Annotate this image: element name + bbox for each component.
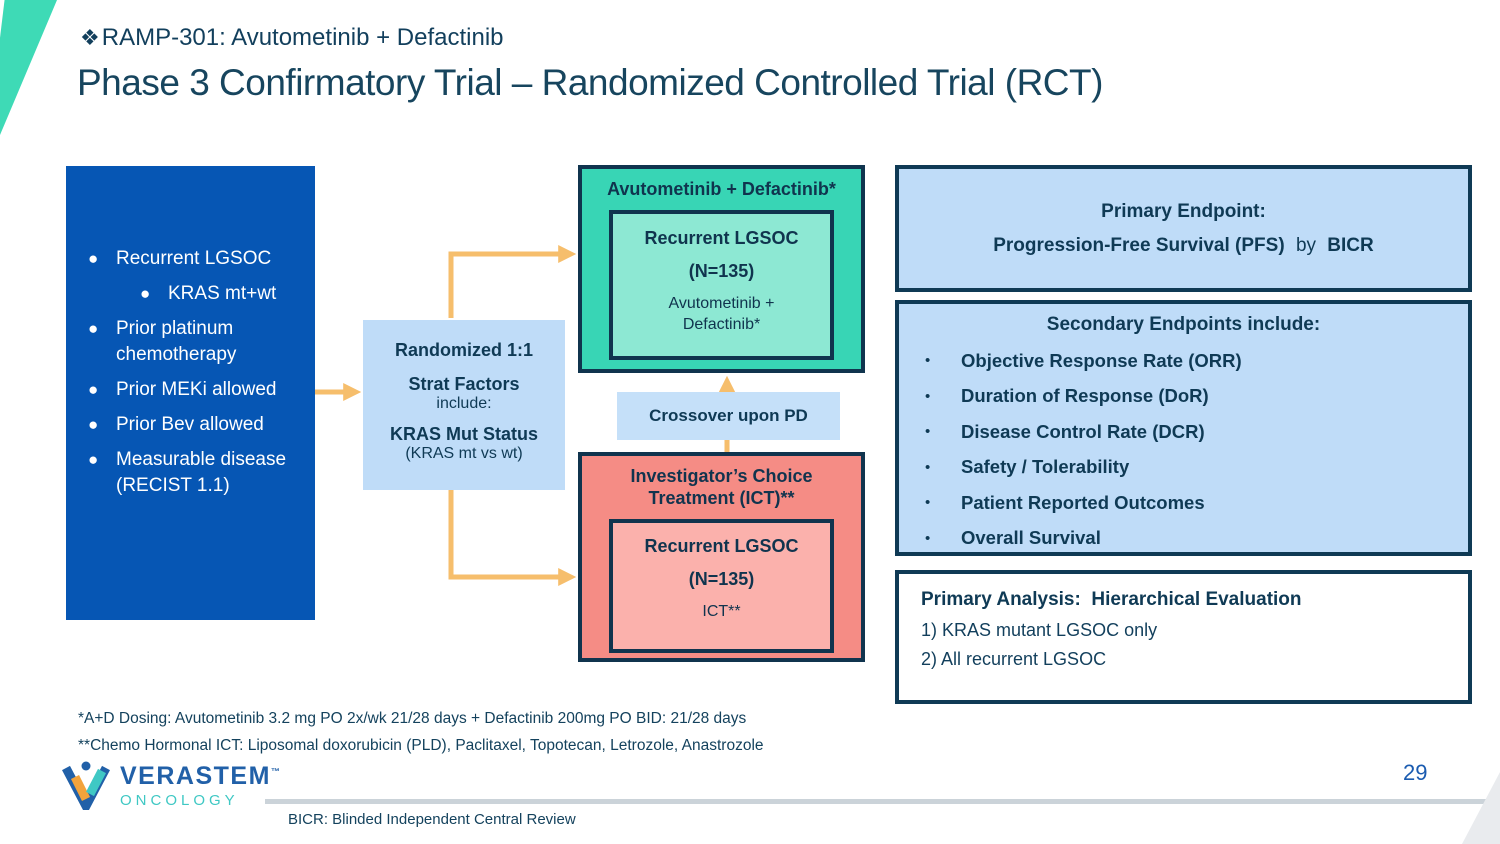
bullet-icon: • bbox=[925, 529, 931, 547]
randomized-ratio: Randomized 1:1 bbox=[394, 340, 534, 360]
secondary-endpoints-title: Secondary Endpoints include: bbox=[1046, 314, 1321, 335]
eligibility-item-text: Prior MEKi allowed bbox=[116, 379, 277, 400]
eligibility-item: ● Prior MEKi allowed bbox=[88, 377, 301, 403]
secondary-endpoint-text: Disease Control Rate (DCR) bbox=[961, 420, 1205, 442]
kras-mt-vs-wt-label: (KRAS mt vs wt) bbox=[405, 445, 523, 462]
bullet-icon: ● bbox=[88, 319, 99, 338]
secondary-endpoint-text: Patient Reported Outcomes bbox=[961, 491, 1205, 513]
control-arm-inner-box: Recurrent LGSOC (N=135) ICT** bbox=[609, 519, 834, 653]
experimental-arm-inner-box: Recurrent LGSOC (N=135) Avutometinib + D… bbox=[609, 210, 834, 360]
secondary-endpoint-item: • Patient Reported Outcomes bbox=[899, 485, 1468, 521]
eligibility-subitem: ● KRAS mt+wt bbox=[140, 281, 301, 307]
bullet-icon: ● bbox=[88, 380, 99, 399]
bullet-icon: ● bbox=[140, 284, 151, 303]
abbreviation-note: BICR: Blinded Independent Central Review bbox=[288, 811, 576, 828]
treatment-label: Avutometinib + Defactinib* bbox=[668, 295, 775, 333]
slide-kicker: ❖ RAMP-301: Avutometinib + Defactinib bbox=[80, 24, 504, 52]
randomization-box: Randomized 1:1 Strat Factors include: KR… bbox=[363, 320, 565, 490]
footnote-dosing: *A+D Dosing: Avutometinib 3.2 mg PO 2x/w… bbox=[78, 710, 747, 727]
bullet-icon: ● bbox=[88, 415, 99, 434]
eligibility-item: ● Prior Bev allowed bbox=[88, 412, 301, 438]
primary-endpoint-detail: Progression-Free Survival (PFS) by BICR bbox=[990, 235, 1377, 257]
kicker-text: RAMP-301: Avutometinib + Defactinib bbox=[101, 24, 504, 51]
population-label: Recurrent LGSOC bbox=[644, 536, 799, 556]
sample-size-label: (N=135) bbox=[688, 569, 755, 589]
secondary-endpoint-text: Duration of Response (DoR) bbox=[961, 385, 1209, 407]
footer-divider bbox=[265, 799, 1500, 804]
crossover-box: Crossover upon PD bbox=[617, 392, 840, 440]
eligibility-item-text: Prior platinum chemotherapy bbox=[116, 318, 237, 365]
eligibility-item: ● Measurable disease (RECIST 1.1) bbox=[88, 447, 301, 499]
primary-endpoint-title: Primary Endpoint: bbox=[1101, 200, 1266, 222]
secondary-endpoint-text: Overall Survival bbox=[961, 527, 1101, 549]
strat-factors-label: Strat Factors bbox=[408, 374, 520, 394]
eligibility-item: ● Prior platinum chemotherapy bbox=[88, 316, 301, 368]
experimental-arm-header: Avutometinib + Defactinib* bbox=[607, 179, 836, 199]
treatment-label: ICT** bbox=[702, 603, 741, 620]
primary-analysis-title: Primary Analysis: Hierarchical Evaluatio… bbox=[921, 589, 1302, 610]
experimental-arm-box: Avutometinib + Defactinib* Recurrent LGS… bbox=[578, 165, 865, 373]
secondary-endpoint-item: • Overall Survival bbox=[899, 521, 1468, 557]
verastem-logo-icon bbox=[62, 761, 110, 810]
verastem-logo: VERASTEM™ ONCOLOGY bbox=[60, 760, 281, 810]
secondary-endpoint-item: • Safety / Tolerability bbox=[899, 450, 1468, 486]
secondary-endpoint-item: • Duration of Response (DoR) bbox=[899, 379, 1468, 415]
bullet-icon: • bbox=[925, 494, 931, 512]
primary-analysis-box: Primary Analysis: Hierarchical Evaluatio… bbox=[895, 570, 1472, 704]
primary-analysis-item: 2) All recurrent LGSOC bbox=[921, 649, 1107, 669]
population-label: Recurrent LGSOC bbox=[644, 228, 799, 248]
arrow-randomization-to-control-arm bbox=[448, 490, 577, 586]
control-arm-box: Investigator’s Choice Treatment (ICT)** … bbox=[578, 452, 865, 662]
eligibility-item-text: Prior Bev allowed bbox=[116, 414, 264, 435]
footnotes: *A+D Dosing: Avutometinib 3.2 mg PO 2x/w… bbox=[78, 705, 764, 759]
primary-endpoint-box: Primary Endpoint: Progression-Free Survi… bbox=[895, 165, 1472, 292]
secondary-endpoint-text: Objective Response Rate (ORR) bbox=[961, 349, 1242, 371]
trademark-symbol: ™ bbox=[270, 766, 282, 777]
secondary-endpoint-item: • Disease Control Rate (DCR) bbox=[899, 414, 1468, 450]
primary-analysis-item: 1) KRAS mutant LGSOC only bbox=[921, 620, 1158, 640]
eligibility-item-text: Measurable disease (RECIST 1.1) bbox=[116, 449, 287, 496]
eligibility-criteria-box: ● Recurrent LGSOC ● KRAS mt+wt ● Prior p… bbox=[66, 166, 315, 620]
page-number: 29 bbox=[1403, 760, 1428, 785]
logo-name: VERASTEM™ bbox=[120, 762, 282, 790]
footnote-ict: **Chemo Hormonal ICT: Liposomal doxorubi… bbox=[78, 737, 764, 754]
eligibility-item-text: Recurrent LGSOC bbox=[116, 248, 272, 269]
bullet-icon: • bbox=[925, 387, 931, 405]
bullet-icon: • bbox=[925, 352, 931, 370]
bullet-icon: • bbox=[925, 458, 931, 476]
bullet-icon: • bbox=[925, 423, 931, 441]
diamond-bullet-icon: ❖ bbox=[80, 25, 100, 50]
eligibility-item: ● Recurrent LGSOC bbox=[88, 246, 301, 272]
secondary-endpoint-text: Safety / Tolerability bbox=[961, 456, 1130, 478]
bullet-icon: ● bbox=[88, 450, 99, 469]
by-label: by bbox=[1295, 234, 1317, 256]
bicr-label: BICR bbox=[1327, 234, 1374, 256]
include-label: include: bbox=[436, 395, 492, 412]
secondary-endpoints-box: Secondary Endpoints include: • Objective… bbox=[895, 300, 1472, 556]
control-arm-header: Investigator’s Choice Treatment (ICT)** bbox=[630, 466, 813, 508]
secondary-endpoint-item: • Objective Response Rate (ORR) bbox=[899, 343, 1468, 379]
kras-mut-status-label: KRAS Mut Status bbox=[390, 424, 538, 444]
pfs-label: Progression-Free Survival (PFS) bbox=[993, 234, 1285, 256]
arrow-randomization-to-experimental-arm bbox=[448, 245, 577, 318]
sample-size-label: (N=135) bbox=[688, 261, 755, 281]
eligibility-item-text: KRAS mt+wt bbox=[168, 283, 277, 304]
logo-wordmark: VERASTEM™ ONCOLOGY bbox=[120, 760, 281, 809]
logo-subtitle: ONCOLOGY bbox=[120, 792, 239, 809]
bullet-icon: ● bbox=[88, 249, 99, 268]
page-title: Phase 3 Confirmatory Trial – Randomized … bbox=[77, 62, 1103, 103]
